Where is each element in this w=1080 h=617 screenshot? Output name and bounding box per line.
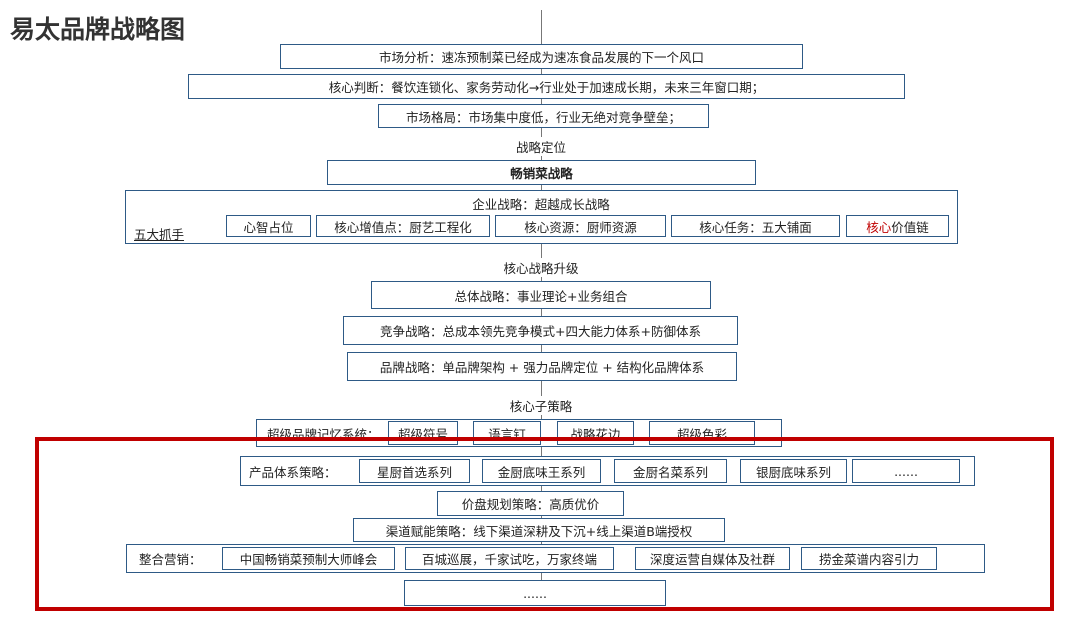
market-pattern-box: 市场格局：市场集中度低，行业无绝对竞争壁垒；: [378, 104, 709, 128]
competition-strategy-box: 竞争战略：总成本领先竞争模式+四大能力体系+防御体系: [343, 316, 738, 345]
sub-strategy-label: 核心子策略: [509, 396, 573, 415]
product-box: 银厨底味系列: [740, 459, 847, 483]
lever-box: 心智占位: [226, 215, 311, 237]
marketing-box: 百城巡展，千家试吃，万家终端: [405, 547, 614, 570]
lever-box: 核心价值链: [846, 215, 949, 237]
product-box: ......: [852, 459, 960, 483]
more-box: ......: [404, 580, 666, 606]
lever-text: 价值链: [891, 219, 929, 235]
channel-strategy-box: 渠道赋能策略：线下渠道深耕及下沉+线上渠道B端授权: [353, 518, 725, 542]
lever-box: 核心任务：五大铺面: [671, 215, 840, 237]
memory-box: 战略花边: [557, 421, 634, 445]
page-title: 易太品牌战略图: [10, 15, 186, 44]
memory-box: 语言钉: [473, 421, 541, 445]
enterprise-strategy: 企业战略：超越成长战略: [472, 197, 610, 212]
product-label: 产品体系策略：: [249, 464, 337, 480]
upgrade-label: 核心战略升级: [503, 258, 579, 277]
memory-box: 超级色彩: [649, 421, 755, 445]
core-judgment-box: 核心判断：餐饮连锁化、家务劳动化→行业处于加速成长期，未来三年窗口期；: [188, 74, 905, 99]
five-levers-label: 五大抓手: [134, 227, 185, 242]
marketing-label: 整合营销：: [139, 552, 202, 567]
product-box: 金厨名菜系列: [614, 459, 727, 483]
market-analysis-box: 市场分析：速冻预制菜已经成为速冻食品发展的下一个风口: [280, 44, 803, 69]
positioning-label: 战略定位: [515, 137, 567, 156]
product-box: 星厨首选系列: [359, 459, 470, 483]
price-strategy-box: 价盘规划策略：高质优价: [437, 491, 624, 516]
brand-strategy-box: 品牌战略：单品牌架构 + 强力品牌定位 + 结构化品牌体系: [347, 352, 737, 381]
marketing-box: 捞金菜谱内容引力: [801, 547, 937, 570]
marketing-box: 中国畅销菜预制大师峰会: [222, 547, 395, 570]
strategy-box: 畅销菜战略: [327, 160, 756, 185]
lever-box: 核心增值点：厨艺工程化: [316, 215, 490, 237]
lever-box: 核心资源：厨师资源: [495, 215, 666, 237]
overall-strategy-box: 总体战略：事业理论+业务组合: [371, 281, 711, 309]
memory-box: 超级符号: [388, 421, 458, 445]
marketing-box: 深度运营自媒体及社群: [635, 547, 790, 570]
product-box: 金厨底味王系列: [482, 459, 601, 483]
memory-label: 超级品牌记忆系统：: [267, 426, 380, 442]
lever-red-text: 核心: [866, 219, 892, 235]
